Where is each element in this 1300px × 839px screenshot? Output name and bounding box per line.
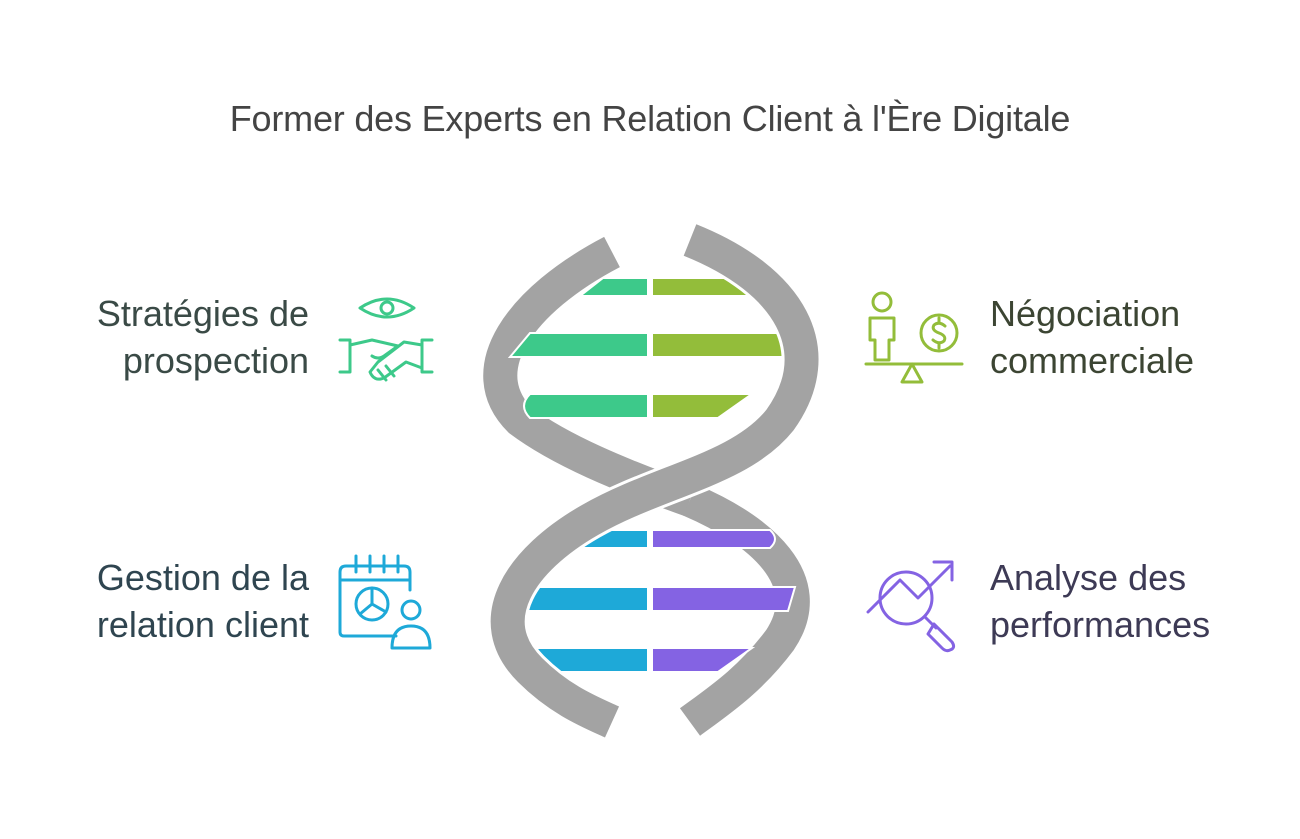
label-line: Stratégies de [96,293,309,334]
rung-top-2-right [651,332,797,358]
rung-top-2-left [507,332,649,358]
label-analyse-performances: Analyse des performances [990,554,1300,648]
handshake-eye-icon [338,297,434,382]
rung-bottom-1-right [651,529,776,549]
helix-rungs-bottom [507,529,797,673]
balance-dollar-person-icon [864,291,964,384]
rung-top-1-left [577,277,649,297]
label-line: Analyse des [990,557,1187,598]
label-gestion-relation-client: Gestion de la relation client [0,554,309,648]
calendar-chart-user-icon [338,554,432,650]
label-line: performances [990,604,1211,645]
helix-rungs-top [507,277,797,419]
helix-strand-front [490,224,819,738]
label-strategies-prospection: Stratégies de prospection [0,290,309,384]
rung-top-3-right [651,393,756,419]
helix-strand-back-top [483,236,696,517]
rung-top-3-left [523,393,649,419]
helix-strand-back-bottom [679,484,810,736]
label-line: Gestion de la [96,557,309,598]
rung-bottom-3-right [651,647,756,673]
label-line: relation client [96,604,309,645]
label-negociation-commerciale: Négociation commerciale [990,290,1300,384]
label-line: Négociation [990,293,1181,334]
page-title: Former des Experts en Relation Client à … [229,98,1071,139]
label-line: commerciale [990,340,1195,381]
rung-bottom-2-right [651,586,797,612]
label-line: prospection [122,340,309,381]
trend-magnifier-icon [866,560,956,653]
